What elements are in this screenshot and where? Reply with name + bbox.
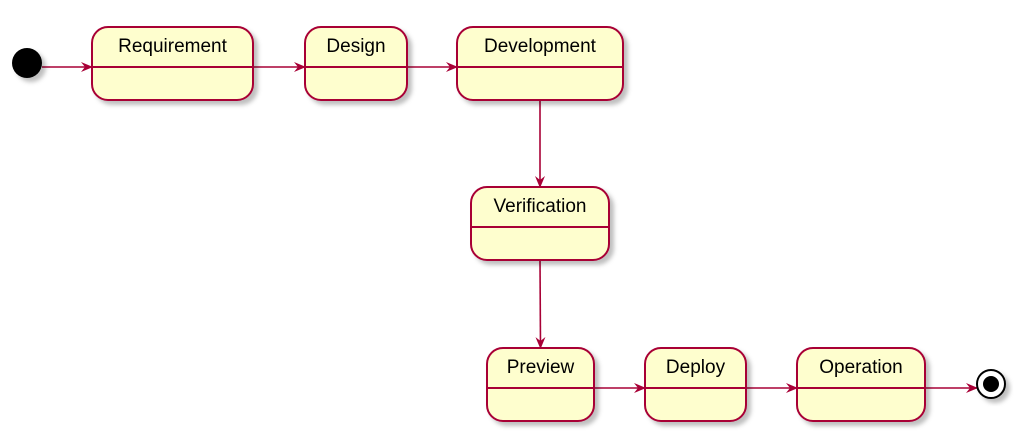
state-operation: Operation xyxy=(796,347,926,422)
state-box xyxy=(486,347,595,422)
state-requirement: Requirement xyxy=(91,26,254,101)
state-label: Preview xyxy=(507,357,575,378)
initial-state-node xyxy=(12,48,42,78)
nodes-layer: Requirement Design DevelopmentVerification… xyxy=(12,26,1006,422)
state-box xyxy=(644,347,747,422)
state-preview: Preview xyxy=(486,347,595,422)
state-box xyxy=(91,26,254,101)
state-box xyxy=(304,26,408,101)
state-label: Requirement xyxy=(118,36,227,57)
state-label: Design xyxy=(326,36,385,57)
state-box xyxy=(470,186,610,261)
state-deploy: Deploy xyxy=(644,347,747,422)
state-design: Design xyxy=(304,26,408,101)
final-state-node xyxy=(976,369,1006,399)
state-verification: Verification xyxy=(470,186,610,261)
state-label: Deploy xyxy=(666,357,726,378)
transitions-layer xyxy=(42,62,978,393)
state-development: Development xyxy=(456,26,624,101)
state-label: Operation xyxy=(819,357,902,378)
state-label: Development xyxy=(484,36,597,57)
state-label: Verification xyxy=(494,196,587,217)
transition-verification-to-preview xyxy=(535,259,546,349)
state-box xyxy=(456,26,624,101)
state-box xyxy=(796,347,926,422)
